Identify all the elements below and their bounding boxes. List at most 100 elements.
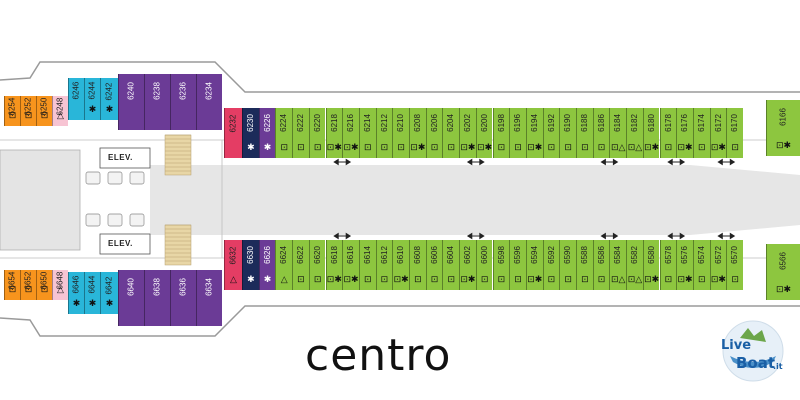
cabin-6654[interactable]: 6654⊡ xyxy=(4,270,20,300)
cabin-6238[interactable]: 6238 xyxy=(144,74,170,130)
cabin-6200[interactable]: 6200⊡✱ xyxy=(475,108,493,158)
cabin-6240[interactable]: 6240 xyxy=(118,74,144,130)
cabin-6604[interactable]: 6604⊡ xyxy=(442,240,460,290)
cabin-6618[interactable]: 6618⊡✱ xyxy=(325,240,343,290)
cabin-6204[interactable]: 6204⊡ xyxy=(442,108,460,158)
cabin-6596[interactable]: 6596⊡ xyxy=(509,240,526,290)
cabin-6232[interactable]: 6232 xyxy=(224,108,242,158)
cabin-6194[interactable]: 6194⊡✱ xyxy=(525,108,543,158)
cabin-6248[interactable]: 6248△ xyxy=(52,96,68,126)
cabin-number: 6588 xyxy=(579,246,589,264)
cabin-6620[interactable]: 6620⊡ xyxy=(308,240,326,290)
cabin-6218[interactable]: 6218⊡✱ xyxy=(325,108,343,158)
cabin-6584[interactable]: 6584⊡△ xyxy=(609,240,627,290)
cabin-6582[interactable]: 6582⊡△ xyxy=(626,240,643,290)
cabin-6226[interactable]: 6226✱ xyxy=(258,108,276,158)
cabin-6580[interactable]: 6580⊡✱ xyxy=(642,240,660,290)
cabin-6570[interactable]: 6570⊡ xyxy=(726,240,743,290)
cabin-6626[interactable]: 6626✱ xyxy=(258,240,276,290)
cabin-6220[interactable]: 6220⊡ xyxy=(308,108,326,158)
cabin-6612[interactable]: 6612⊡ xyxy=(375,240,393,290)
cabin-6640[interactable]: 6640 xyxy=(118,270,144,326)
cabin-amenity-icons: ⊡ xyxy=(8,110,17,120)
cabin-6216[interactable]: 6216⊡✱ xyxy=(342,108,359,158)
cabin-amenity-icons: ⊡ xyxy=(313,274,322,284)
cabin-6214[interactable]: 6214⊡ xyxy=(358,108,376,158)
cabin-6592[interactable]: 6592⊡ xyxy=(542,240,560,290)
liveboat-logo[interactable]: Live Boat .it xyxy=(718,318,788,388)
connecting-door-arrow xyxy=(345,158,352,166)
cabin-6246[interactable]: 6246 xyxy=(68,78,84,120)
connecting-door-arrow xyxy=(612,158,619,166)
cabin-6638[interactable]: 6638 xyxy=(144,270,170,326)
cabin-6172[interactable]: 6172⊡✱ xyxy=(709,108,727,158)
cabin-6198[interactable]: 6198⊡ xyxy=(492,108,510,158)
cabin-6598[interactable]: 6598⊡ xyxy=(492,240,510,290)
cabin-amenity-icons: ⊡ xyxy=(24,284,33,294)
cabin-6636[interactable]: 6636 xyxy=(170,270,196,326)
cabin-6176[interactable]: 6176⊡✱ xyxy=(676,108,693,158)
cabin-number: 6594 xyxy=(529,246,539,264)
cabin-6212[interactable]: 6212⊡ xyxy=(375,108,393,158)
cabin-6224[interactable]: 6224⊡ xyxy=(275,108,293,158)
cabin-6188[interactable]: 6188⊡ xyxy=(576,108,593,158)
logo-globe-icon xyxy=(722,320,784,382)
cabin-6610[interactable]: 6610⊡✱ xyxy=(392,240,409,290)
cabin-6590[interactable]: 6590⊡ xyxy=(559,240,576,290)
cabin-6252[interactable]: 6252⊡ xyxy=(20,96,36,126)
cabin-6648[interactable]: 6648△ xyxy=(52,270,68,300)
logo-suffix-text: .it xyxy=(773,362,783,371)
cabin-6180[interactable]: 6180⊡✱ xyxy=(642,108,660,158)
cabin-6608[interactable]: 6608⊡ xyxy=(409,240,426,290)
cabin-6634[interactable]: 6634 xyxy=(196,270,222,326)
cabin-6242[interactable]: 6242✱ xyxy=(100,78,118,120)
cabin-6254[interactable]: 6254⊡ xyxy=(4,96,20,126)
cabin-6624[interactable]: 6624△ xyxy=(275,240,293,290)
cabin-6632[interactable]: 6632△ xyxy=(224,240,242,290)
cabin-6192[interactable]: 6192⊡ xyxy=(542,108,560,158)
cabin-6578[interactable]: 6578⊡ xyxy=(659,240,677,290)
cabin-6206[interactable]: 6206⊡ xyxy=(425,108,443,158)
cabin-6614[interactable]: 6614⊡ xyxy=(358,240,376,290)
cabin-6190[interactable]: 6190⊡ xyxy=(559,108,576,158)
cabin-6236[interactable]: 6236 xyxy=(170,74,196,130)
cabin-6174[interactable]: 6174⊡ xyxy=(692,108,710,158)
cabin-6250[interactable]: 6250⊡ xyxy=(36,96,52,126)
connecting-door-arrow xyxy=(612,232,619,240)
cabin-6606[interactable]: 6606⊡ xyxy=(425,240,443,290)
cabin-6588[interactable]: 6588⊡ xyxy=(576,240,593,290)
cabin-6586[interactable]: 6586⊡ xyxy=(592,240,610,290)
cabin-6208[interactable]: 6208⊡✱ xyxy=(409,108,426,158)
cabin-6600[interactable]: 6600⊡ xyxy=(475,240,493,290)
cabin-6574[interactable]: 6574⊡ xyxy=(692,240,710,290)
cabin-6630[interactable]: 6630✱ xyxy=(242,240,259,290)
cabin-6210[interactable]: 6210⊡ xyxy=(392,108,409,158)
cabin-6182[interactable]: 6182⊡△ xyxy=(626,108,643,158)
cabin-6652[interactable]: 6652⊡ xyxy=(20,270,36,300)
cabin-6170[interactable]: 6170⊡ xyxy=(726,108,743,158)
cabin-6230[interactable]: 6230✱ xyxy=(242,108,259,158)
cabin-6244[interactable]: 6244✱ xyxy=(84,78,100,120)
cabin-6650[interactable]: 6650⊡ xyxy=(36,270,52,300)
cabin-6196[interactable]: 6196⊡ xyxy=(509,108,526,158)
cabin-6202[interactable]: 6202⊡✱ xyxy=(459,108,476,158)
cabin-amenity-icons: ⊡ xyxy=(297,142,305,152)
cabin-6594[interactable]: 6594⊡✱ xyxy=(525,240,543,290)
cabin-number: 6176 xyxy=(680,114,690,132)
cabin-6622[interactable]: 6622⊡ xyxy=(292,240,309,290)
cabin-6186[interactable]: 6186⊡ xyxy=(592,108,610,158)
cabin-6646[interactable]: 6646✱ xyxy=(68,272,84,314)
cabin-6616[interactable]: 6616⊡✱ xyxy=(342,240,359,290)
cabin-6566[interactable]: 6566⊡✱ xyxy=(766,244,800,300)
cabin-6178[interactable]: 6178⊡ xyxy=(659,108,677,158)
cabin-6576[interactable]: 6576⊡✱ xyxy=(676,240,693,290)
cabin-6222[interactable]: 6222⊡ xyxy=(292,108,309,158)
cabin-6166[interactable]: 6166⊡✱ xyxy=(766,100,800,156)
cabin-6602[interactable]: 6602⊡✱ xyxy=(459,240,476,290)
aft-corridor-block xyxy=(0,149,81,251)
cabin-6644[interactable]: 6644✱ xyxy=(84,272,100,314)
cabin-6234[interactable]: 6234 xyxy=(196,74,222,130)
cabin-6184[interactable]: 6184⊡△ xyxy=(609,108,627,158)
cabin-6642[interactable]: 6642✱ xyxy=(100,272,118,314)
cabin-6572[interactable]: 6572⊡✱ xyxy=(709,240,727,290)
